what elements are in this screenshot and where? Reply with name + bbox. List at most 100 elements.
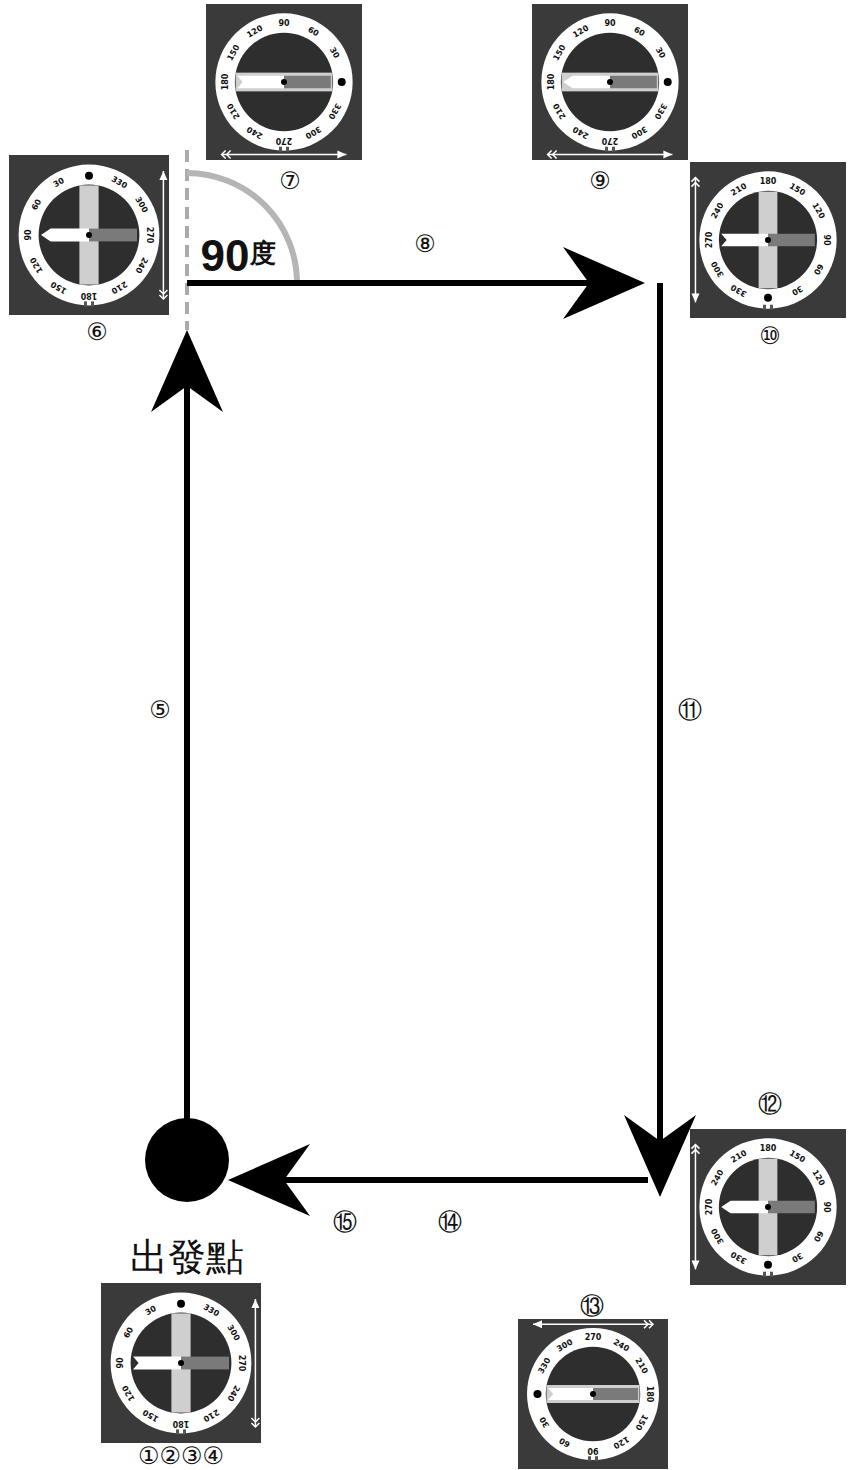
dial-number: 240: [572, 125, 590, 140]
start-dot: [145, 1118, 229, 1202]
dial-number: 150: [552, 44, 567, 62]
compass: [206, 4, 362, 160]
callout-number: ⑧: [414, 232, 436, 256]
compass: [532, 4, 688, 160]
callout-number: ⑩: [759, 324, 781, 348]
dial-number: 330: [537, 1357, 552, 1375]
dial-number: 240: [246, 125, 264, 140]
dial-number: 270: [602, 136, 619, 144]
dial-number: 120: [246, 24, 264, 39]
dial-number: 330: [202, 1304, 220, 1319]
route-arrowhead: [151, 330, 223, 412]
route-arrowhead: [624, 1115, 696, 1197]
callout-number: ⑥: [86, 320, 108, 344]
dial-number: 180: [760, 178, 777, 186]
compass: [9, 155, 169, 315]
dial-number: 120: [811, 1169, 826, 1187]
dial-number: 330: [110, 176, 128, 191]
dial-number: 210: [202, 1407, 220, 1422]
dial-number: 60: [812, 262, 824, 276]
dial-number: 330: [653, 102, 668, 120]
dial-number: 300: [225, 1324, 240, 1342]
dial-number: 210: [730, 1149, 748, 1164]
route-arrowhead: [228, 1144, 310, 1216]
dial-number: 90: [822, 1201, 830, 1212]
callout-number: ⑬: [580, 1294, 604, 1318]
callout-number: ⑤: [149, 698, 171, 722]
compass: [690, 162, 846, 318]
dial-number: 90: [25, 229, 33, 240]
dial-number: 330: [730, 1250, 748, 1265]
dial-number: 300: [710, 1227, 725, 1245]
dial-number: 240: [133, 256, 148, 274]
dial-number: 300: [556, 1338, 574, 1353]
dial-number: 60: [31, 198, 43, 212]
reference-line: [185, 150, 189, 330]
compass: [101, 1283, 261, 1443]
dial-number: 330: [730, 283, 748, 298]
dial-number: 60: [558, 1436, 572, 1448]
dial-number: 270: [706, 232, 714, 249]
callout-number: ①②③④: [138, 1444, 224, 1468]
dial-number: 180: [222, 74, 230, 91]
dial-number: 240: [710, 1169, 725, 1187]
dial-number: 270: [145, 227, 153, 244]
dial-number: 30: [144, 1305, 158, 1317]
dial-number: 90: [278, 20, 289, 28]
route-arrowhead: [563, 247, 645, 319]
dial-number: 330: [327, 102, 342, 120]
dial-number: 270: [276, 136, 293, 144]
start-label: 出發點: [130, 1238, 244, 1276]
dial-number: 270: [237, 1355, 245, 1372]
dial-number: 150: [50, 279, 68, 294]
dial-number: 60: [306, 25, 320, 37]
dial-number: 120: [122, 1384, 137, 1402]
dial-number: 150: [142, 1407, 160, 1422]
callout-number: ⑫: [758, 1092, 782, 1116]
dial-number: 120: [30, 256, 45, 274]
dial-number: 210: [634, 1357, 649, 1375]
dial-number: 30: [52, 177, 66, 189]
dial-number: 210: [110, 279, 128, 294]
dial-number: 210: [226, 102, 241, 120]
dial-number: 180: [81, 291, 98, 299]
dial-number: 90: [604, 20, 615, 28]
dial-number: 30: [328, 46, 340, 60]
dial-number: 120: [811, 202, 826, 220]
dial-number: 120: [612, 1435, 630, 1450]
dial-number: 270: [585, 1334, 602, 1342]
route: [151, 150, 696, 1216]
route-line: [657, 283, 663, 1165]
dial-number: 180: [548, 74, 556, 91]
compass: [518, 1319, 668, 1469]
dial-number: 30: [538, 1415, 550, 1429]
dial-number: 270: [706, 1199, 714, 1216]
dial-number: 150: [226, 44, 241, 62]
callout-number: ⑨: [589, 169, 611, 193]
dial-number: 60: [812, 1229, 824, 1243]
dial-number: 120: [572, 24, 590, 39]
dial-number: 60: [632, 25, 646, 37]
dial-number: 240: [612, 1338, 630, 1353]
angle-value: 90: [201, 234, 250, 278]
route-line: [187, 280, 615, 286]
dial-number: 180: [645, 1386, 653, 1403]
dial-number: 300: [710, 260, 725, 278]
dial-number: 30: [790, 1251, 804, 1263]
dial-number: 210: [552, 102, 567, 120]
route-line: [184, 360, 190, 1130]
dial-number: 180: [760, 1145, 777, 1153]
dial-number: 90: [587, 1446, 598, 1454]
callout-number: ⑦: [279, 169, 301, 193]
callout-number: ⑭: [438, 1210, 462, 1234]
dial-number: 150: [634, 1413, 649, 1431]
dial-number: 90: [822, 234, 830, 245]
angle-unit: 度: [250, 241, 276, 267]
dial-number: 240: [225, 1384, 240, 1402]
dial-number: 300: [133, 196, 148, 214]
start-point: 出發點: [145, 1118, 229, 1202]
dial-number: 210: [730, 182, 748, 197]
callout-number: ⑪: [678, 698, 702, 722]
dial-number: 90: [117, 1357, 125, 1368]
